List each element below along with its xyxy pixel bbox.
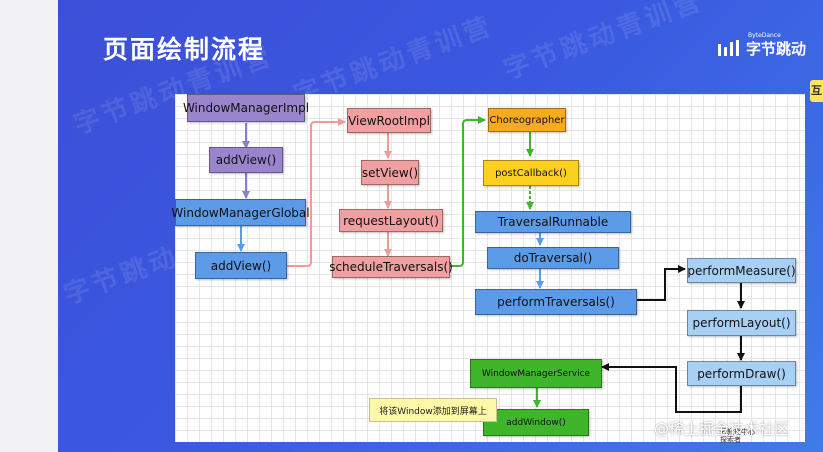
arrow <box>450 116 486 267</box>
node-view-root-impl: ViewRootImpl <box>347 108 431 133</box>
node-do-traversal: doTraversal() <box>487 247 619 269</box>
bytedance-logo-icon <box>718 40 739 56</box>
note-add-to-screen: 将该Window添加到屏幕上 <box>369 398 497 422</box>
slide-title: 页面绘制流程 <box>103 35 266 64</box>
arrow <box>287 118 346 267</box>
corner-watermark-line: 云教授中心 <box>720 428 755 436</box>
node-window-manager-service: WindowManagerService <box>470 359 602 388</box>
node-perform-draw: performDraw() <box>687 361 796 386</box>
node-perform-measure: performMeasure() <box>687 258 796 283</box>
node-choreographer: Choreographer <box>488 108 566 132</box>
arrow <box>637 265 686 301</box>
node-window-manager-impl: WindowManagerImpl <box>183 94 309 122</box>
watermark: 字节跳动青训营 <box>500 0 708 86</box>
credit-watermark: @稀土掘金技术社区 <box>654 420 790 438</box>
flow-arrows <box>237 116 745 413</box>
node-traversal-runnable: TraversalRunnable <box>475 211 631 233</box>
node-perform-traversals: performTraversals() <box>475 289 637 315</box>
left-panel <box>0 0 59 452</box>
node-set-view: setView() <box>361 160 419 185</box>
node-perform-layout: performLayout() <box>687 310 796 336</box>
flow-diagram: WindowManagerImpl addView() WindowManage… <box>171 94 805 444</box>
node-add-view: addView() <box>195 252 287 279</box>
node-add-view: addView() <box>209 147 283 173</box>
node-post-callback: postCallback() <box>483 160 579 186</box>
node-add-window: addWindow() <box>483 409 589 436</box>
corner-watermark-line: 探索者 <box>720 436 741 444</box>
logo-text: 字节跳动 <box>746 40 807 58</box>
corner-watermark: 云教授中心 探索者 <box>720 428 755 444</box>
logo-small-text: ByteDance <box>748 32 781 39</box>
node-request-layout: requestLayout() <box>339 209 443 232</box>
node-schedule-traversals: scheduleTraversals() <box>329 256 453 278</box>
side-tab[interactable]: 互 <box>810 80 823 102</box>
node-window-manager-global: WindowManagerGlobal <box>171 199 310 226</box>
arrow <box>601 363 742 413</box>
